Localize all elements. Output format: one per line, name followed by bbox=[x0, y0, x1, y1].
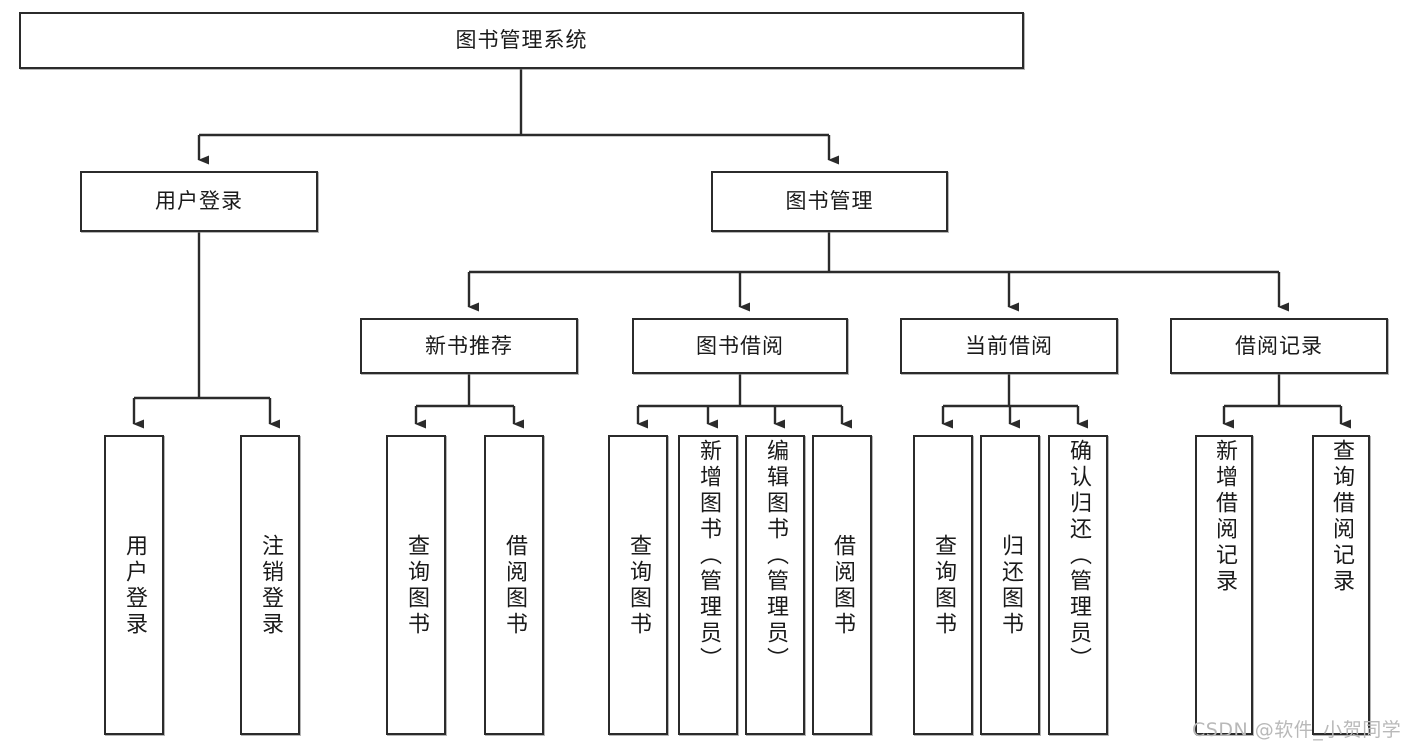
node-label: 借阅图书 bbox=[502, 534, 527, 638]
node-label: 图书借阅 bbox=[696, 333, 784, 358]
node-label: 查询图书 bbox=[931, 534, 956, 638]
node-box-leaf-logout[interactable]: 注销登录 bbox=[240, 435, 300, 735]
node-label: 用户登录 bbox=[122, 534, 147, 638]
node-box-leaf-add-borrow-record[interactable]: 新增借阅记录 bbox=[1195, 435, 1253, 735]
node-label: 图书管理 bbox=[785, 189, 874, 214]
node-box-leaf-borrow-book-rec[interactable]: 借阅图书 bbox=[484, 435, 544, 735]
node-box-new-book-rec[interactable]: 新书推荐 bbox=[360, 318, 578, 374]
node-label: 归还图书 bbox=[998, 534, 1023, 638]
node-box-root[interactable]: 图书管理系统 bbox=[19, 12, 1024, 69]
node-box-leaf-query-borrow-record[interactable]: 查询借阅记录 bbox=[1312, 435, 1370, 735]
node-label: 新增借阅记录 bbox=[1212, 439, 1237, 595]
node-box-leaf-user-login[interactable]: 用户登录 bbox=[104, 435, 164, 735]
node-box-leaf-borrow-book[interactable]: 借阅图书 bbox=[812, 435, 872, 735]
node-label: 借阅记录 bbox=[1235, 333, 1323, 358]
node-label: 当前借阅 bbox=[965, 333, 1053, 358]
node-label: 查询图书 bbox=[626, 534, 651, 638]
node-box-book-manage[interactable]: 图书管理 bbox=[711, 171, 948, 232]
node-box-leaf-query-book-borrow[interactable]: 查询图书 bbox=[608, 435, 668, 735]
node-box-leaf-confirm-return-admin[interactable]: 确认归还（管理员） bbox=[1048, 435, 1108, 735]
node-box-leaf-query-book-current[interactable]: 查询图书 bbox=[913, 435, 973, 735]
node-label: 编辑图书（管理员） bbox=[763, 439, 788, 673]
node-label: 新增图书（管理员） bbox=[696, 439, 721, 673]
node-label: 查询图书 bbox=[404, 534, 429, 638]
node-label: 用户登录 bbox=[155, 189, 243, 214]
node-box-leaf-edit-book-admin[interactable]: 编辑图书（管理员） bbox=[745, 435, 805, 735]
node-label: 图书管理系统 bbox=[455, 28, 588, 53]
node-label: 确认归还（管理员） bbox=[1066, 439, 1091, 673]
node-box-user-login[interactable]: 用户登录 bbox=[80, 171, 318, 232]
node-box-current-borrow[interactable]: 当前借阅 bbox=[900, 318, 1118, 374]
node-box-leaf-query-book-rec[interactable]: 查询图书 bbox=[386, 435, 446, 735]
connector-group bbox=[132, 69, 1351, 429]
node-label: 注销登录 bbox=[258, 534, 283, 638]
node-box-book-borrow[interactable]: 图书借阅 bbox=[632, 318, 848, 374]
node-box-leaf-return-book[interactable]: 归还图书 bbox=[980, 435, 1040, 735]
node-box-leaf-add-book-admin[interactable]: 新增图书（管理员） bbox=[678, 435, 738, 735]
node-label: 新书推荐 bbox=[425, 333, 513, 358]
node-label: 借阅图书 bbox=[830, 534, 855, 638]
node-box-borrow-record[interactable]: 借阅记录 bbox=[1170, 318, 1388, 374]
node-label: 查询借阅记录 bbox=[1329, 439, 1354, 595]
